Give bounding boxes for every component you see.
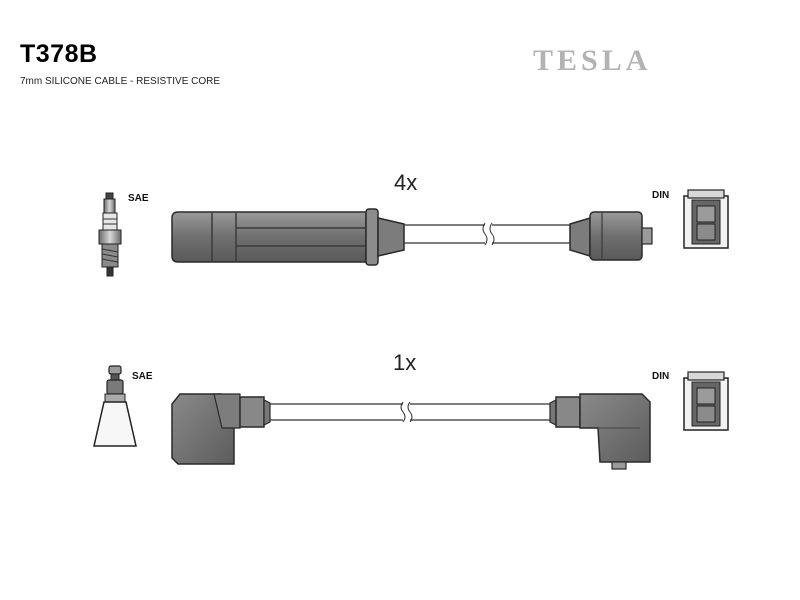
sae-label-bottom: SAE bbox=[132, 371, 153, 382]
quantity-label-top: 4x bbox=[394, 170, 418, 195]
straight-coil-boot bbox=[569, 211, 653, 261]
cable-wire-bottom bbox=[270, 401, 550, 423]
straight-plug-boot bbox=[171, 208, 405, 266]
brand-logo: TESLA bbox=[533, 44, 652, 77]
din-label-bottom: DIN bbox=[652, 371, 670, 382]
din-label-top: DIN bbox=[652, 190, 670, 201]
din-terminal-icon bbox=[683, 371, 729, 431]
spark-plug-icon bbox=[98, 192, 122, 277]
sae-terminal-icon bbox=[93, 365, 137, 447]
angled-plug-boot bbox=[171, 393, 271, 465]
cable-description: 7mm SILICONE CABLE - RESISTIVE CORE bbox=[20, 76, 221, 87]
sae-label-top: SAE bbox=[128, 193, 149, 204]
cable-wire-top bbox=[404, 222, 570, 246]
quantity-label-bottom: 1x bbox=[393, 350, 417, 375]
part-code: T378B bbox=[20, 40, 98, 68]
angled-coil-boot bbox=[549, 393, 651, 470]
din-terminal-icon bbox=[683, 189, 729, 249]
